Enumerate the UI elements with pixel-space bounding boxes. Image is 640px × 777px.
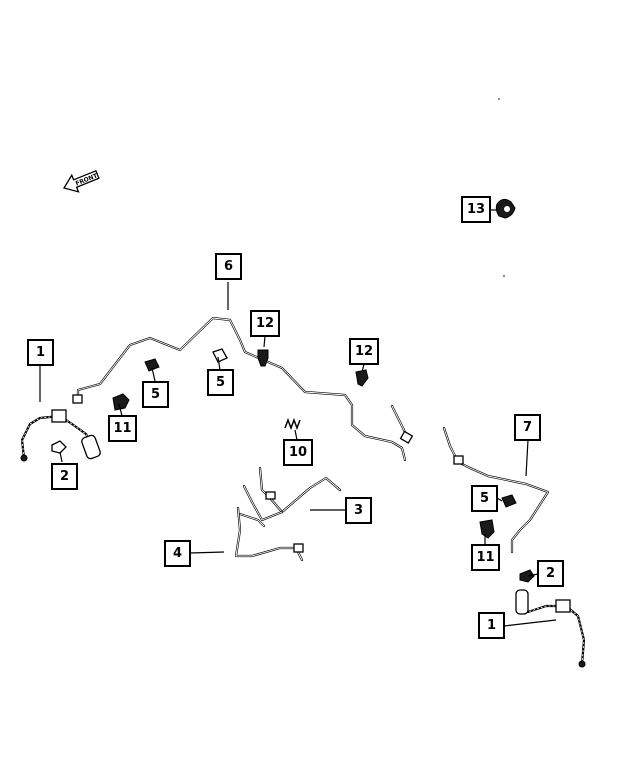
svg-text:5: 5 [151,387,160,402]
part-10-spring-clip [284,417,301,431]
callout-11-right: 11 [471,544,500,571]
part-1-brake-hose-right [515,589,586,668]
svg-text:6: 6 [224,259,233,274]
svg-text:5: 5 [480,491,489,506]
callout-5-a: 5 [142,381,169,408]
svg-text:5: 5 [216,375,225,390]
svg-text:12: 12 [355,344,373,359]
callout-4: 4 [164,540,191,567]
svg-text:4: 4 [173,546,182,561]
part-5-clip-c [501,494,517,508]
part-12-fastener-b [355,369,369,387]
callout-5-c: 5 [471,485,498,512]
speck [503,275,505,277]
part-5-clip-b [212,348,228,363]
speck [498,98,500,100]
svg-text:1: 1 [36,345,45,360]
callout-3: 3 [345,497,372,524]
part-2-clip-right [519,569,535,583]
part-11-bracket-right [479,519,495,539]
part-13-clip [495,198,516,219]
callout-12-b: 12 [349,338,379,365]
callout-5-b: 5 [207,369,234,396]
callout-2-left: 2 [51,463,78,490]
svg-text:1: 1 [487,618,496,633]
svg-text:11: 11 [113,421,131,436]
svg-text:11: 11 [476,550,494,565]
callout-13: 13 [461,196,491,223]
front-direction-arrow-icon: FRONT [62,169,100,193]
callout-2-right: 2 [537,560,564,587]
part-2-clip-left [51,440,67,454]
part-12-fastener-a [257,349,269,367]
callout-7: 7 [514,414,541,441]
part-7-brake-tube [442,426,550,554]
svg-text:13: 13 [467,202,485,217]
part-3-brake-tube [242,466,342,522]
svg-text:7: 7 [523,420,532,435]
svg-text:10: 10 [289,445,307,460]
callout-6: 6 [215,253,242,280]
svg-text:3: 3 [354,503,363,518]
part-6-brake-tube [72,316,414,462]
svg-text:2: 2 [60,469,69,484]
part-4-brake-tube [234,506,304,562]
svg-text:12: 12 [256,316,274,331]
callout-11-left: 11 [108,415,137,442]
callout-1-right: 1 [478,612,505,639]
part-1-brake-hose-left [20,409,101,462]
callout-10: 10 [283,439,313,466]
svg-text:2: 2 [546,566,555,581]
callout-1-left: 1 [27,339,54,366]
part-11-bracket-left [112,393,130,411]
part-5-clip-a [144,358,160,372]
callout-12-a: 12 [250,310,280,337]
leader-lines [39,209,557,627]
